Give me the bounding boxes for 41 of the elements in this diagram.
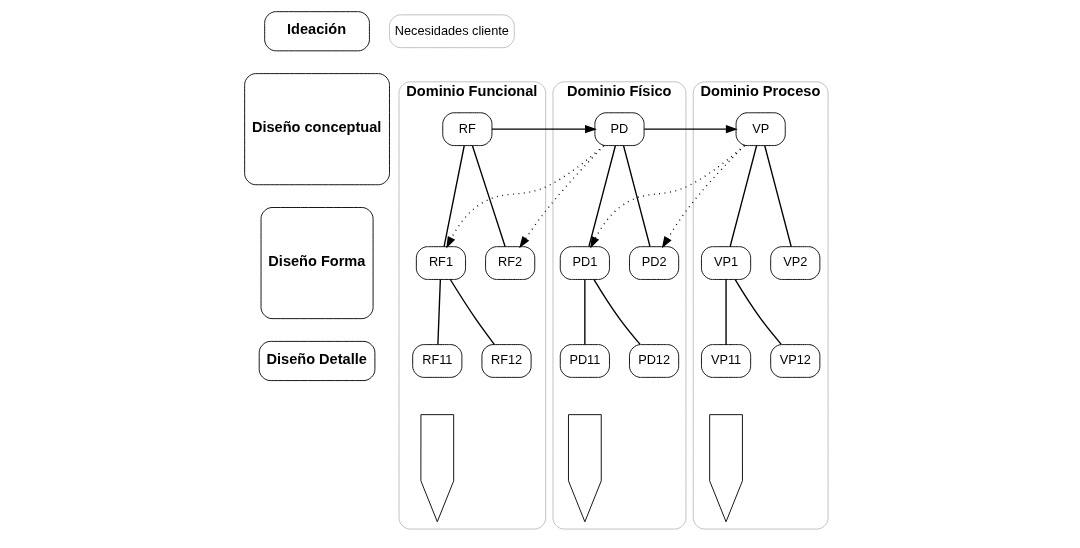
node-box: PD	[594, 112, 645, 146]
node-box: Diseño Detalle	[258, 340, 376, 382]
arrow	[661, 144, 746, 249]
node-arrow	[709, 414, 743, 523]
connector	[449, 278, 496, 346]
node-box: VP1	[701, 246, 752, 280]
connector	[443, 145, 465, 248]
node-box: PD1	[559, 246, 610, 280]
node-box: Necesidades cliente	[389, 14, 515, 49]
connector	[734, 278, 782, 345]
node-box: RF11	[412, 344, 463, 378]
node-box: RF2	[485, 246, 536, 280]
connector	[729, 145, 758, 248]
node-box: RF	[442, 112, 493, 146]
node-box: PD11	[559, 344, 610, 378]
node-arrow	[420, 414, 455, 523]
arrow	[446, 145, 605, 249]
connector	[764, 145, 792, 248]
node-arrow	[568, 414, 602, 523]
node-box: PD12	[629, 344, 680, 378]
node-box: Ideación	[264, 11, 370, 52]
node-box: RF12	[481, 344, 532, 378]
connector	[437, 279, 442, 346]
arrow	[491, 125, 597, 134]
connector	[622, 145, 651, 248]
connector	[593, 278, 641, 345]
node-box: Diseño Forma	[260, 207, 374, 320]
node-box: VP12	[770, 344, 821, 378]
arrow	[643, 125, 738, 134]
arrow	[590, 144, 745, 249]
connector	[471, 145, 506, 248]
node-box: VP	[735, 112, 786, 146]
arrow	[519, 145, 605, 249]
node-box: PD2	[629, 246, 680, 280]
node-box: VP11	[701, 344, 752, 378]
connector	[588, 145, 617, 248]
node-box: VP2	[770, 246, 821, 280]
connector	[584, 279, 586, 346]
node-box: RF1	[415, 246, 466, 280]
node-box: Diseño conceptual	[244, 73, 390, 186]
connector	[725, 279, 727, 346]
